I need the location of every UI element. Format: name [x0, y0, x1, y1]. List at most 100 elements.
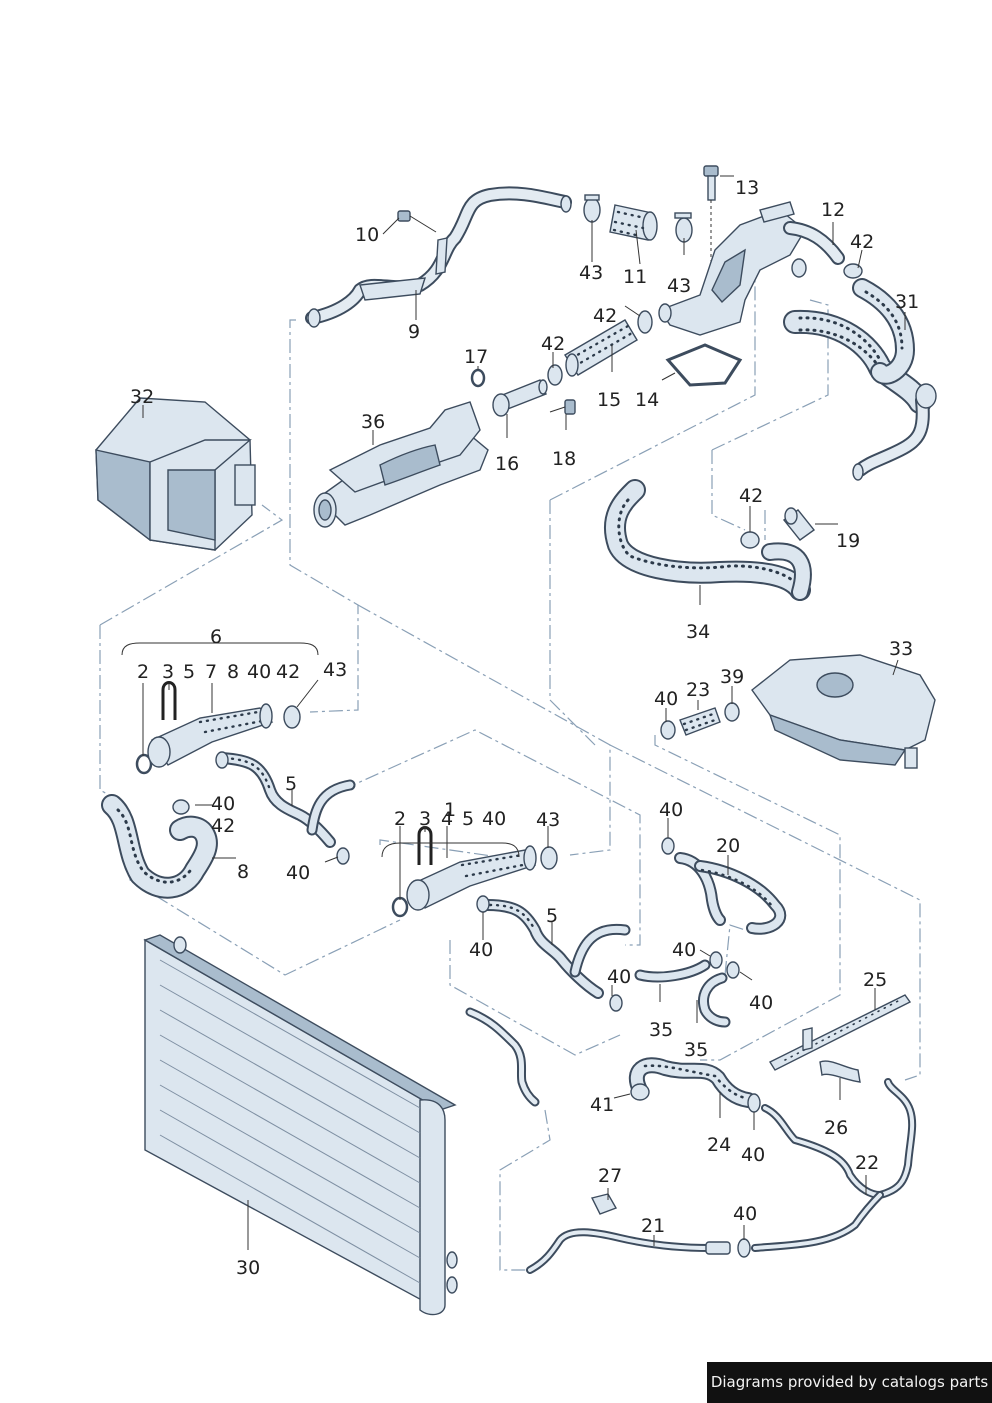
label-6: 6	[210, 626, 222, 648]
part-43-clamp-top-left	[583, 194, 601, 223]
leader-lines	[121, 175, 906, 1250]
label-40: 40	[672, 939, 696, 961]
label-12: 12	[821, 199, 845, 221]
part-39-clamp	[724, 702, 740, 722]
part-26-bracket	[802, 1027, 861, 1083]
part-43-clamp-top-right	[674, 212, 693, 243]
label-40: 40	[749, 992, 773, 1014]
label-21: 21	[641, 1215, 665, 1237]
label-36: 36	[361, 411, 385, 433]
footer-credit-banner: Diagrams provided by catalogs parts	[707, 1362, 992, 1403]
part-40-clamp-on-6	[215, 751, 229, 769]
part-31-hose	[783, 278, 937, 481]
label-25: 25	[863, 969, 887, 991]
label-35: 35	[649, 1019, 673, 1041]
part-17-o-ring	[470, 368, 486, 388]
part-40-clamp-near-23	[660, 720, 676, 740]
label-42: 42	[211, 815, 235, 837]
label-42: 42	[593, 305, 617, 327]
footer-credit-text: Diagrams provided by catalogs parts	[710, 1373, 989, 1391]
label-40: 40	[211, 793, 235, 815]
label-41: 41	[590, 1094, 614, 1116]
label-3: 3	[162, 661, 174, 683]
assembly-guide-lines	[99, 275, 921, 1271]
radiator-fins	[159, 959, 421, 1284]
label-20: 20	[716, 835, 740, 857]
label-40: 40	[741, 1144, 765, 1166]
label-39: 39	[720, 666, 744, 688]
part-32-heater-control-unit	[95, 397, 256, 551]
label-43: 43	[579, 262, 603, 284]
label-32: 32	[130, 386, 154, 408]
part-43-clamp-on-6	[283, 705, 301, 729]
label-2: 2	[394, 808, 406, 830]
label-11: 11	[623, 266, 647, 288]
label-8: 8	[227, 661, 239, 683]
label-14: 14	[635, 389, 659, 411]
part-16-connector	[492, 379, 548, 417]
label-16: 16	[495, 453, 519, 475]
label-15: 15	[597, 389, 621, 411]
part-21-pipe	[526, 1228, 731, 1274]
part-22-pipe	[751, 1078, 917, 1252]
label-7: 7	[205, 661, 217, 683]
part-43-clamp-on-1	[540, 846, 558, 870]
part-1-hose-assembly	[391, 826, 631, 999]
label-8: 8	[237, 861, 249, 883]
part-19-cap	[782, 507, 816, 541]
part-15-hose	[564, 319, 638, 377]
part-9-coolant-pipe	[305, 186, 572, 328]
part-40-clamp-on-1	[476, 895, 490, 913]
label-31: 31	[895, 291, 919, 313]
label-9: 9	[408, 321, 420, 343]
label-34: 34	[686, 621, 710, 643]
label-40: 40	[733, 1203, 757, 1225]
part-18-bolt	[549, 399, 576, 415]
label-18: 18	[552, 448, 576, 470]
part-40-clamp-on-24	[747, 1093, 761, 1113]
label-5: 5	[183, 661, 195, 683]
label-17: 17	[464, 346, 488, 368]
part-42-clamp-left-of-15	[547, 364, 563, 386]
part-40-clamp-on-20-bottom-right	[726, 961, 740, 979]
label-2: 2	[137, 661, 149, 683]
part-36-auxiliary-heater	[313, 401, 489, 528]
label-23: 23	[686, 679, 710, 701]
part-34-hose	[603, 479, 812, 601]
part-30-radiator	[143, 934, 458, 1316]
label-40: 40	[286, 862, 310, 884]
part-8-hose	[101, 794, 218, 899]
part-40-clamp-on-21	[737, 1238, 751, 1258]
label-40: 40	[654, 688, 678, 710]
label-30: 30	[236, 1257, 260, 1279]
part-40-42-clamp-on-8	[172, 799, 190, 815]
part-35-hose-left	[634, 959, 711, 983]
label-3: 3	[419, 808, 431, 830]
label-4: 4	[441, 808, 453, 830]
label-5: 5	[285, 773, 297, 795]
label-27: 27	[598, 1165, 622, 1187]
part-40-clamp-on-5-right	[609, 994, 623, 1012]
part-20-hose	[674, 852, 787, 935]
radiator-bleed-pipe	[465, 1007, 540, 1107]
part-40-clamp-on-5-left	[336, 847, 350, 865]
label-43: 43	[667, 275, 691, 297]
part-14-gasket	[665, 343, 743, 387]
label-22: 22	[855, 1152, 879, 1174]
label-42: 42	[541, 333, 565, 355]
label-10: 10	[355, 224, 379, 246]
part-40-clamp-on-20-bottom-left	[709, 951, 723, 969]
label-5: 5	[462, 808, 474, 830]
label-33: 33	[889, 638, 913, 660]
label-43: 43	[323, 659, 347, 681]
label-5: 5	[546, 905, 558, 927]
part-35-hose-right	[698, 972, 731, 1028]
part-number-labels: 10 9 43 11 43 13 12 42 31 42 42 17 15 14…	[130, 177, 919, 1279]
part-24-hose	[628, 1057, 756, 1108]
part-10-bolt	[397, 210, 437, 233]
label-1: 1	[444, 799, 456, 821]
label-42: 42	[276, 661, 300, 683]
label-43: 43	[536, 809, 560, 831]
part-27-clip	[590, 1193, 618, 1215]
part-42-clamp-near-31	[843, 263, 863, 279]
